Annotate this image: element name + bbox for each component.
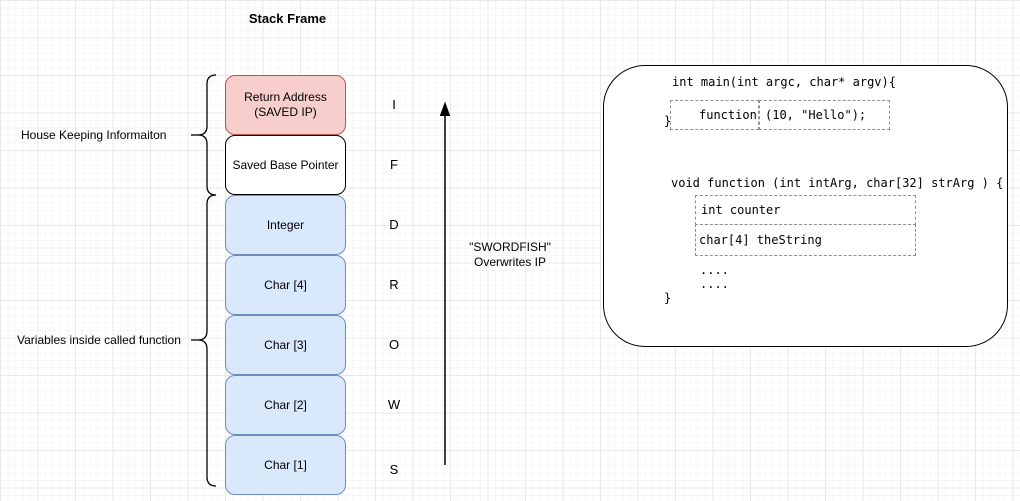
- overflow-letter-s: S: [389, 462, 399, 477]
- code-dots-2: ....: [700, 277, 729, 291]
- overflow-letter-r: R: [389, 277, 399, 292]
- variables-brace: [191, 194, 217, 487]
- overwrite-caption-line1: "SWORDFISH": [469, 240, 551, 254]
- housekeeping-label: House Keeping Informaiton: [21, 128, 167, 142]
- stack-box-return-address: Return Address (SAVED IP): [225, 75, 346, 135]
- stack-box-label: Char [2]: [264, 397, 307, 412]
- stack-box-label: Saved Base Pointer: [232, 157, 339, 172]
- code-call-name: function: [699, 108, 757, 122]
- code-var-int: int counter: [701, 203, 781, 217]
- stack-box-integer: Integer: [225, 195, 346, 255]
- overwrite-arrow: [439, 101, 451, 465]
- overflow-letter-f: F: [390, 157, 398, 172]
- stack-box-label: Char [3]: [264, 337, 307, 352]
- stack-box-char1: Char [1]: [225, 435, 346, 495]
- code-var-char-box: char[4] theString: [695, 224, 916, 256]
- housekeeping-brace: [191, 74, 217, 196]
- code-var-int-box: int counter: [695, 195, 916, 225]
- stack-box-char4: Char [4]: [225, 255, 346, 315]
- code-dots-1: ....: [700, 263, 729, 277]
- stack-box-label: Char [1]: [264, 457, 307, 472]
- code-main-open: int main(int argc, char* argv){: [672, 75, 896, 89]
- code-call-name-box: function: [670, 100, 759, 130]
- stack-box-char3: Char [3]: [225, 315, 346, 375]
- overwrite-caption-line2: Overwrites IP: [473, 255, 546, 269]
- code-func-open: void function (int intArg, char[32] strA…: [671, 176, 1004, 190]
- stack-box-saved-base-pointer: Saved Base Pointer: [225, 135, 346, 195]
- code-panel: int main(int argc, char* argv){ function…: [603, 65, 1008, 347]
- overflow-letter-i: I: [392, 97, 396, 112]
- code-call-args: (10, "Hello");: [765, 108, 867, 122]
- stack-box-label: Integer: [266, 217, 305, 232]
- diagram-title: Stack Frame: [248, 11, 327, 26]
- stack-box-label: Char [4]: [264, 277, 307, 292]
- code-call-args-box: (10, "Hello");: [759, 100, 890, 130]
- code-main-close: }: [664, 114, 672, 128]
- overwrite-caption: "SWORDFISH" Overwrites IP: [450, 240, 570, 270]
- overflow-letter-d: D: [389, 217, 399, 232]
- stack-box-label: Return Address: [244, 90, 327, 104]
- code-var-char: char[4] theString: [699, 233, 822, 247]
- overflow-letter-o: O: [388, 337, 400, 352]
- stack-box-char2: Char [2]: [225, 375, 346, 435]
- overflow-letter-w: W: [387, 397, 401, 412]
- code-func-close: }: [664, 291, 672, 305]
- stack-box-sublabel: (SAVED IP): [254, 105, 317, 119]
- variables-label: Variables inside called function: [17, 333, 181, 347]
